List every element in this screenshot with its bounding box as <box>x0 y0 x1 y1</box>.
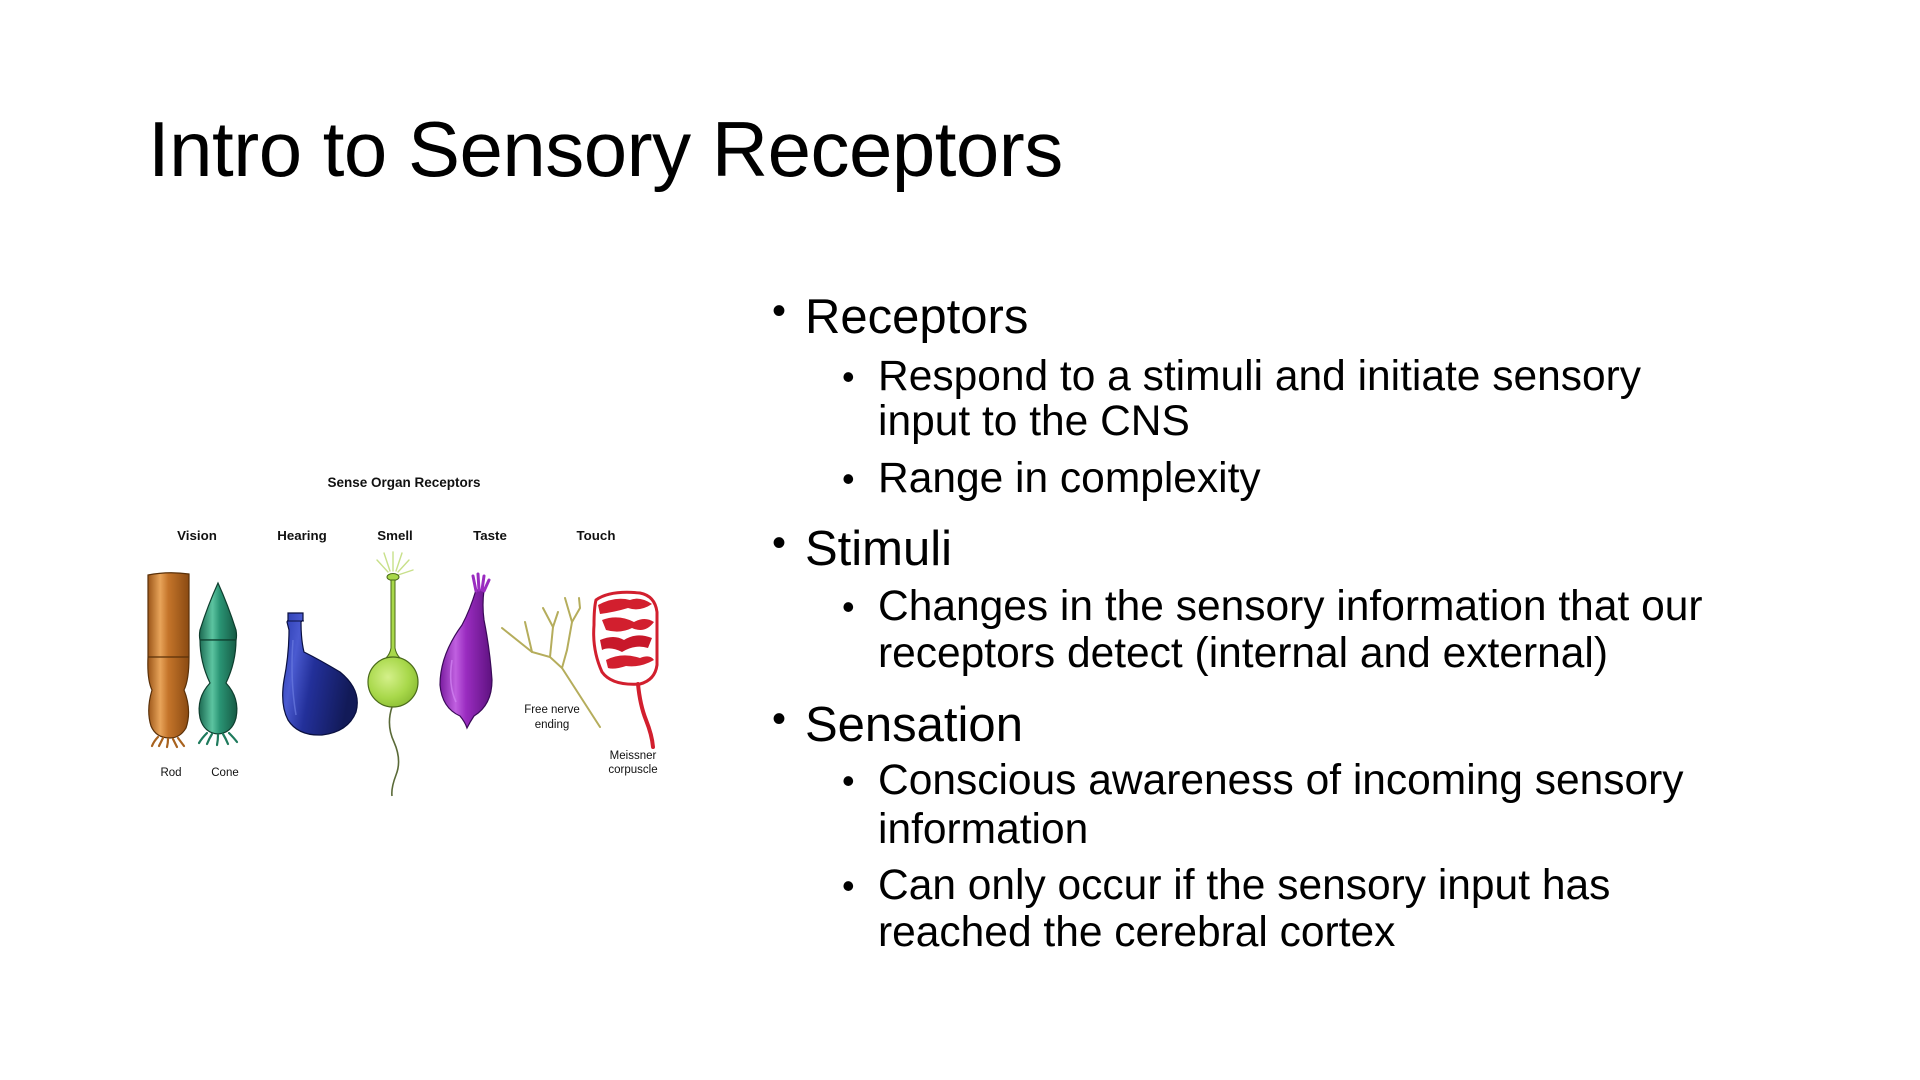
bullet-dot: • <box>772 289 787 333</box>
sub-bullet-changes-line1: Changes in the sensory information that … <box>878 583 1703 630</box>
taste-receptor-icon <box>439 572 493 730</box>
smell-receptor-icon <box>367 551 419 797</box>
sub-bullet-cortex-line2: reached the cerebral cortex <box>878 909 1396 956</box>
sub-bullet-dot: • <box>842 865 855 906</box>
sub-bullet-dot: • <box>842 760 855 801</box>
bullet-sensation: Sensation <box>805 698 1023 752</box>
sub-bullet-range: Range in complexity <box>878 455 1261 502</box>
sub-bullet-conscious-line2: information <box>878 806 1089 853</box>
slide-title: Intro to Sensory Receptors <box>148 105 1063 193</box>
meissner-corpuscle-icon <box>592 590 659 749</box>
label-rod: Rod <box>160 767 181 779</box>
category-hearing: Hearing <box>277 528 327 543</box>
bullet-dot: • <box>772 521 787 565</box>
sub-bullet-conscious-line1: Conscious awareness of incoming sensory <box>878 757 1684 804</box>
category-touch: Touch <box>577 528 616 543</box>
bullet-stimuli: Stimuli <box>805 522 953 576</box>
category-taste: Taste <box>473 528 507 543</box>
sub-bullet-respond-line2: input to the CNS <box>878 398 1190 445</box>
sub-bullet-dot: • <box>842 356 855 397</box>
label-cone: Cone <box>211 767 239 779</box>
label-meissner-line2: corpuscle <box>608 764 657 776</box>
sub-bullet-dot: • <box>842 586 855 627</box>
sub-bullet-cortex-line1: Can only occur if the sensory input has <box>878 862 1611 909</box>
bullet-receptors: Receptors <box>805 290 1029 344</box>
figure-title: Sense Organ Receptors <box>327 475 480 490</box>
bullet-dot: • <box>772 697 787 741</box>
rod-cell-icon <box>147 572 190 749</box>
label-free-nerve-line1: Free nerve <box>524 704 580 716</box>
label-meissner-line1: Meissner <box>610 750 657 762</box>
category-vision: Vision <box>177 528 217 543</box>
hearing-receptor-icon <box>282 612 358 736</box>
cone-cell-icon <box>197 581 239 747</box>
free-nerve-ending-icon <box>501 597 601 728</box>
category-smell: Smell <box>377 528 412 543</box>
sub-bullet-dot: • <box>842 458 855 499</box>
sub-bullet-respond-line1: Respond to a stimuli and initiate sensor… <box>878 353 1642 400</box>
label-free-nerve-line2: ending <box>535 719 570 731</box>
sub-bullet-changes-line2: receptors detect (internal and external) <box>878 630 1608 677</box>
